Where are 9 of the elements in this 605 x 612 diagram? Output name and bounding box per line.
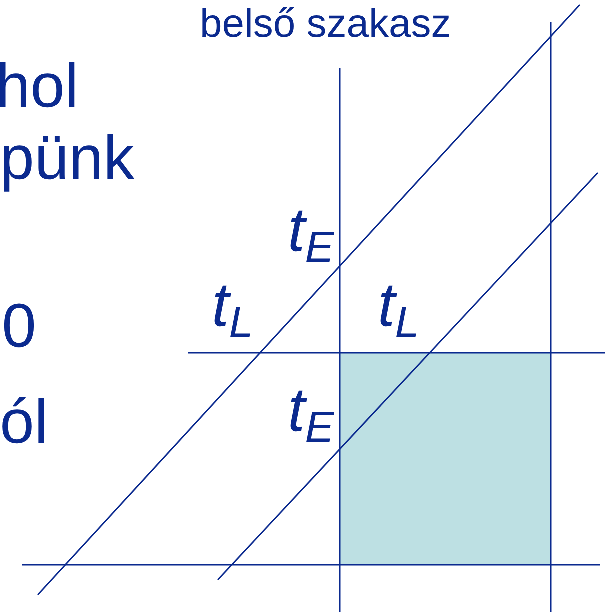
text-fragment: ól	[0, 392, 48, 454]
parameter-label: t$_{L}$	[378, 275, 420, 346]
parameter-label: t$_{E}$	[288, 380, 334, 450]
parameter-label: t$_{E}$	[288, 200, 334, 270]
text-fragment: hol	[0, 56, 79, 118]
text-fragment: belső szakasz	[200, 4, 452, 44]
parameter-label: t$_{L}$	[212, 275, 254, 346]
text-fragment: 0	[2, 296, 36, 358]
text-fragment: pünk	[0, 128, 134, 190]
